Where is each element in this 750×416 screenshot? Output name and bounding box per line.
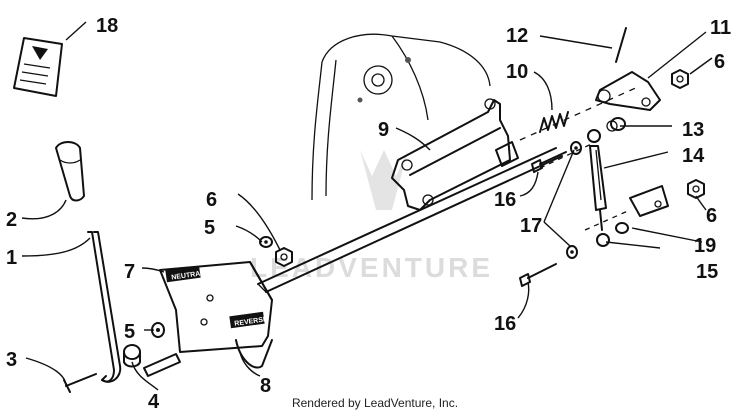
- callouts: 18 2 1 3 4 5 5 6 7 8 9 10 12 11 6 13 14 …: [6, 15, 731, 413]
- callout-11: 11: [710, 17, 731, 39]
- callout-9: 9: [378, 119, 389, 141]
- part-washer-middle: [259, 236, 273, 248]
- part-pivot-pin: [143, 353, 181, 377]
- callout-5-middle: 5: [204, 217, 215, 239]
- callout-6-top: 6: [714, 51, 725, 73]
- callout-6-right: 6: [706, 205, 717, 227]
- callout-16-lower: 16: [494, 313, 516, 335]
- callout-16-upper: 16: [494, 189, 516, 211]
- part-nut-right: [687, 179, 705, 199]
- callout-10: 10: [506, 61, 528, 83]
- part-bushing-13: [606, 117, 626, 132]
- part-mount-bracket: [159, 261, 273, 369]
- callout-13: 13: [682, 119, 704, 141]
- callout-3: 3: [6, 349, 17, 371]
- part-shift-lever: [87, 231, 122, 383]
- callout-4: 4: [148, 391, 160, 413]
- callout-7: 7: [124, 261, 135, 283]
- part-engine-casting: [311, 33, 491, 201]
- callout-14: 14: [682, 145, 705, 167]
- callout-6-middle: 6: [206, 189, 217, 211]
- callout-15: 15: [696, 261, 718, 283]
- callout-12: 12: [506, 25, 528, 47]
- callout-18: 18: [96, 15, 118, 37]
- part-turnbuckle: [587, 129, 610, 247]
- watermark-flame-icon: [360, 150, 408, 210]
- watermark: LEADVENTURE: [250, 150, 493, 283]
- part-nut-middle: [275, 247, 293, 267]
- decal-reverse-text: REVERSE: [234, 316, 268, 328]
- callout-2: 2: [6, 209, 17, 231]
- part-cotter-pin: [615, 27, 627, 63]
- part-nut-top: [671, 69, 689, 89]
- decal-neutral-text: NEUTRAL: [171, 270, 206, 282]
- part-shift-rod: [257, 147, 563, 293]
- callout-19: 19: [694, 235, 716, 257]
- decal-reverse: REVERSE: [229, 311, 268, 329]
- part-bracket-19: [615, 185, 669, 234]
- decal-neutral: NEUTRAL: [165, 265, 206, 283]
- leader-lines: [21, 21, 713, 391]
- watermark-text: LEADVENTURE: [250, 252, 493, 283]
- part-washers-17: [566, 141, 582, 259]
- part-shift-knob: [55, 141, 85, 202]
- axis-lines: [519, 85, 641, 231]
- part-decal-card: [13, 37, 63, 97]
- part-bolt-3: [63, 373, 97, 393]
- part-bolt-upper: [531, 151, 567, 173]
- footer-credit: Rendered by LeadVenture, Inc.: [291, 396, 459, 410]
- part-spring: [539, 111, 569, 133]
- part-bellcrank: [595, 71, 661, 111]
- part-linkage-bracket: [391, 98, 519, 211]
- callout-1: 1: [6, 247, 17, 269]
- callout-8: 8: [260, 375, 271, 397]
- callout-17: 17: [520, 215, 542, 237]
- part-spacer: [123, 344, 141, 368]
- part-bolt-lower: [519, 263, 557, 287]
- callout-5-lower: 5: [124, 321, 135, 343]
